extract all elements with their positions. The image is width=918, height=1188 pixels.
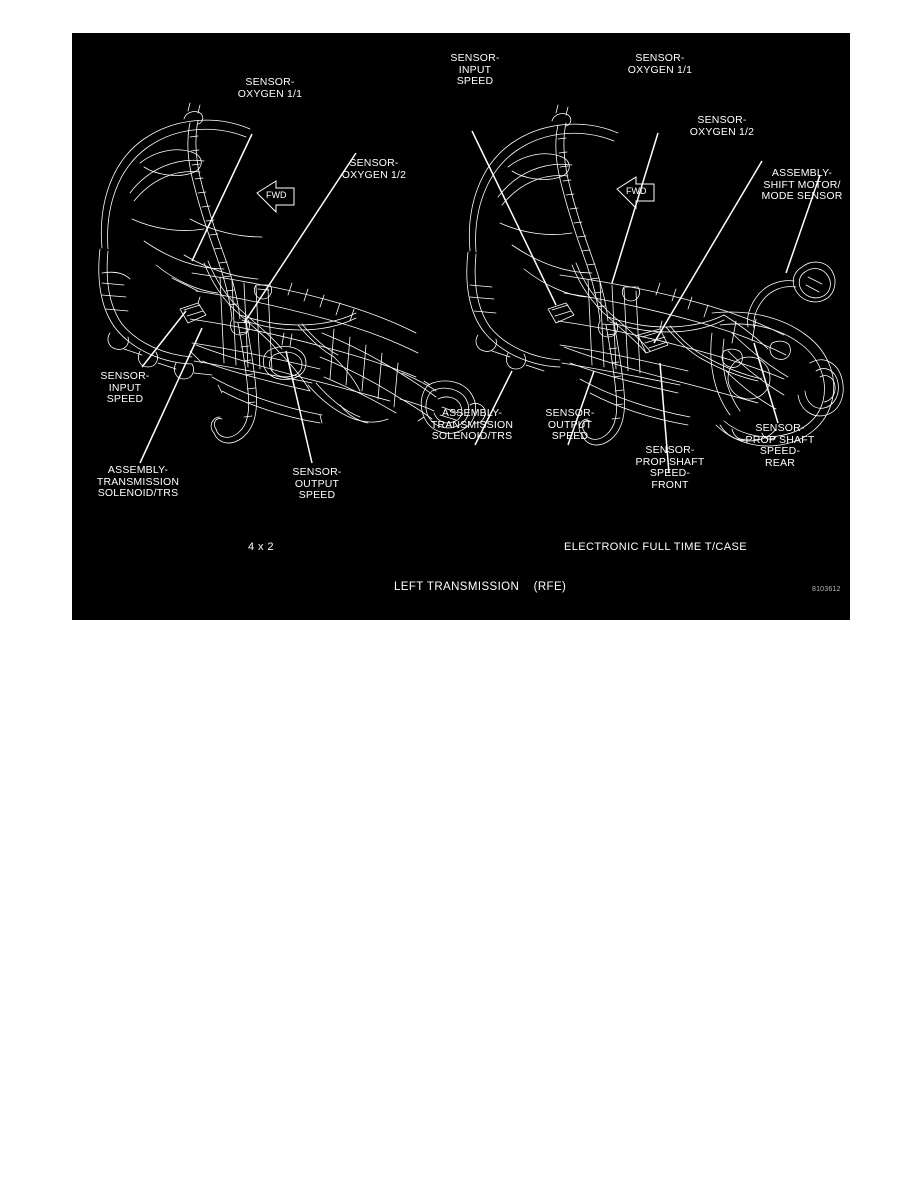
left-transmission-drawing [98, 102, 486, 444]
leader-r-output-speed [567, 370, 595, 446]
callout-sensor-prop-shaft-speed-front: SENSOR- PROP SHAFT SPEED- FRONT [635, 444, 705, 491]
callout-sensor-input-speed-left: SENSOR- INPUT SPEED [100, 370, 150, 405]
leader-r-input-speed [471, 130, 557, 306]
subcaption-4x2: 4 x 2 [248, 541, 274, 553]
leader-r-oxygen-1-1 [611, 132, 659, 284]
callout-sensor-oxygen-1-2-left: SENSOR- OXYGEN 1/2 [341, 157, 407, 181]
callout-sensor-oxygen-1-1-right: SENSOR- OXYGEN 1/1 [627, 52, 693, 76]
fwd-arrow-label-left: FWD [266, 190, 287, 200]
callout-sensor-oxygen-1-1-left: SENSOR- OXYGEN 1/1 [237, 76, 303, 100]
callout-sensor-output-speed-right: SENSOR- OUTPUT SPEED [545, 407, 595, 442]
leader-l-oxygen-1-2 [243, 152, 357, 324]
right-transfercase-drawing [466, 104, 844, 447]
leader-lines-right [471, 130, 821, 474]
leader-r-prop-front [659, 362, 670, 474]
callout-sensor-oxygen-1-2-right: SENSOR- OXYGEN 1/2 [689, 114, 755, 138]
bottom-caption: LEFT TRANSMISSION (RFE) [394, 581, 567, 593]
leader-r-prop-rear [753, 342, 779, 424]
callout-sensor-prop-shaft-speed-rear: SENSOR- PROP SHAFT SPEED- REAR [745, 422, 815, 469]
subcaption-electronic-full-time-tcase: ELECTRONIC FULL TIME T/CASE [564, 541, 747, 553]
illustration-panel: FWD FWD SENSOR- OXYGEN 1/1 SENSOR- OXYGE… [72, 33, 850, 620]
callout-assembly-transmission-solenoid-right: ASSEMBLY- TRANSMISSION SOLENOID/TRS [430, 407, 514, 442]
callout-assembly-shift-motor-mode-sensor: ASSEMBLY- SHIFT MOTOR/ MODE SENSOR [761, 167, 843, 202]
leader-r-shift-motor [785, 174, 821, 274]
callout-sensor-output-speed-left: SENSOR- OUTPUT SPEED [292, 466, 342, 501]
leader-l-input-speed [141, 310, 187, 368]
fwd-arrow-left [256, 180, 295, 214]
leader-lines-left [139, 133, 357, 464]
leader-l-solenoid [139, 327, 203, 464]
leader-l-output-speed [285, 350, 313, 464]
fwd-arrow-label-right: FWD [626, 186, 647, 196]
leader-r-oxygen-1-2 [653, 160, 763, 344]
leader-l-oxygen-1-1 [191, 133, 253, 262]
callout-sensor-input-speed-right: SENSOR- INPUT SPEED [450, 52, 500, 87]
figure-id: 8103612 [812, 586, 841, 593]
leader-r-solenoid [474, 370, 513, 446]
transmission-line-art [98, 102, 844, 474]
callout-assembly-transmission-solenoid-left: ASSEMBLY- TRANSMISSION SOLENOID/TRS [96, 464, 180, 499]
